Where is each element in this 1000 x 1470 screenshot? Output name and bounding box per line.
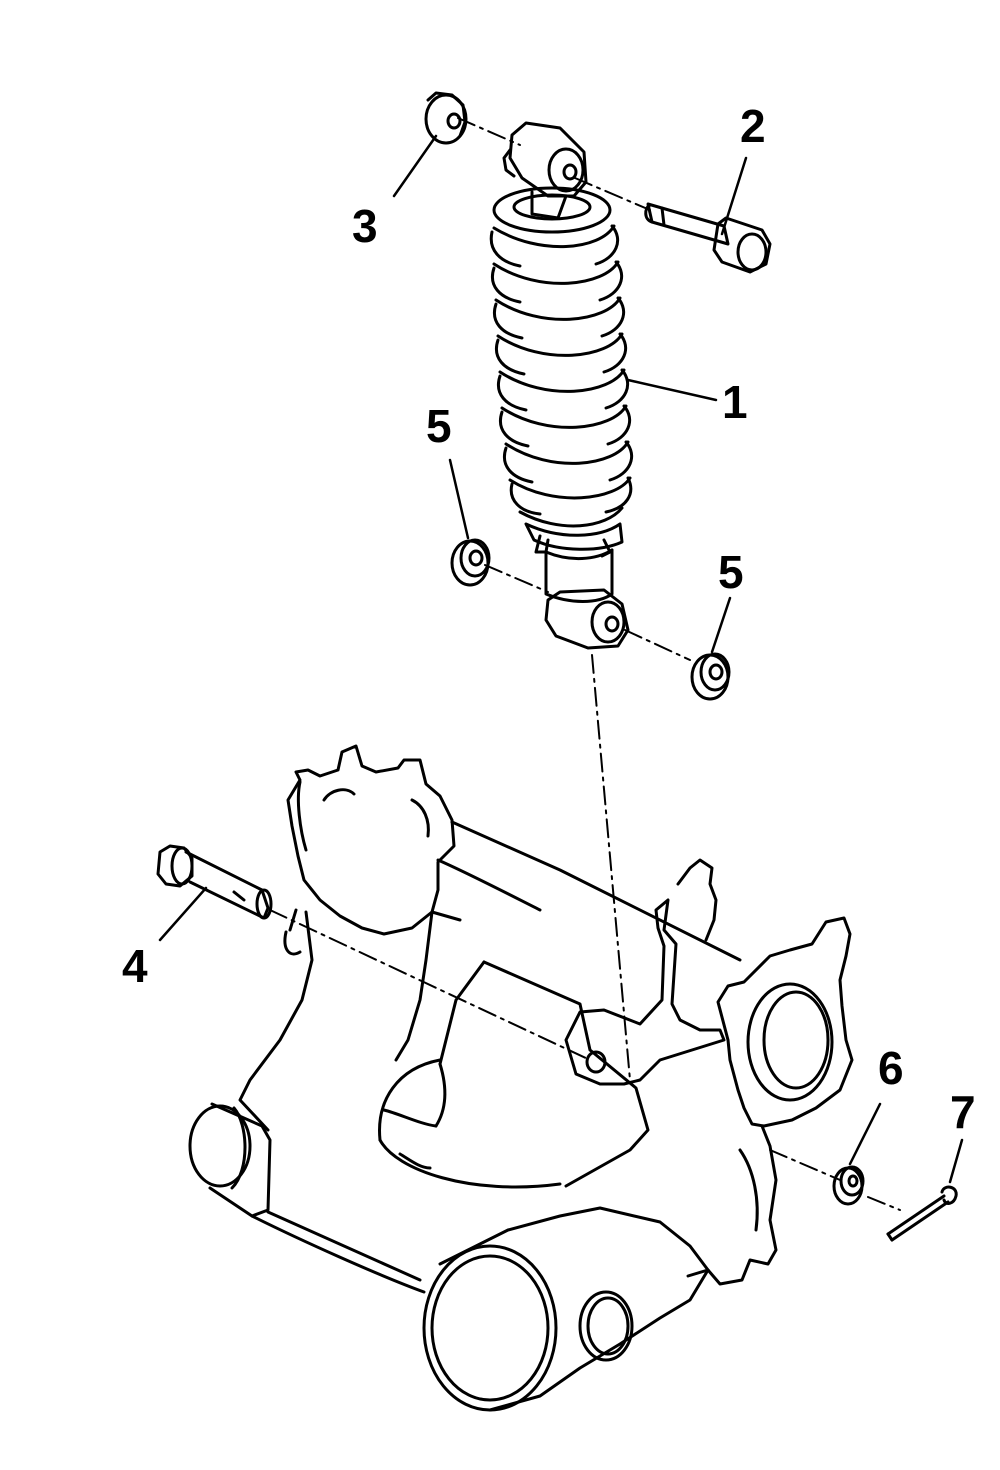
cotter-pin <box>886 1185 958 1242</box>
swing-arm <box>188 744 854 1412</box>
shock-absorber <box>489 121 633 650</box>
callout-2: 2 <box>740 100 766 152</box>
upper-bolt <box>644 202 772 274</box>
callout-7: 7 <box>950 1086 976 1138</box>
coil-spring <box>489 224 633 528</box>
center-lines <box>269 117 901 1211</box>
callout-5-right: 5 <box>718 546 744 598</box>
callout-5-left: 5 <box>426 400 452 452</box>
callout-3: 3 <box>352 200 378 252</box>
callout-1: 1 <box>722 376 748 428</box>
callout-labels: 1 2 3 4 5 5 6 7 <box>122 100 976 1138</box>
callout-6: 6 <box>878 1042 904 1094</box>
flange-nut <box>424 91 468 145</box>
leader-lines <box>158 134 964 1184</box>
washer-small <box>832 1165 865 1206</box>
callout-4: 4 <box>122 940 148 992</box>
pivot-bolt <box>156 844 273 920</box>
washer-right <box>690 652 731 701</box>
washer-left <box>450 538 491 587</box>
